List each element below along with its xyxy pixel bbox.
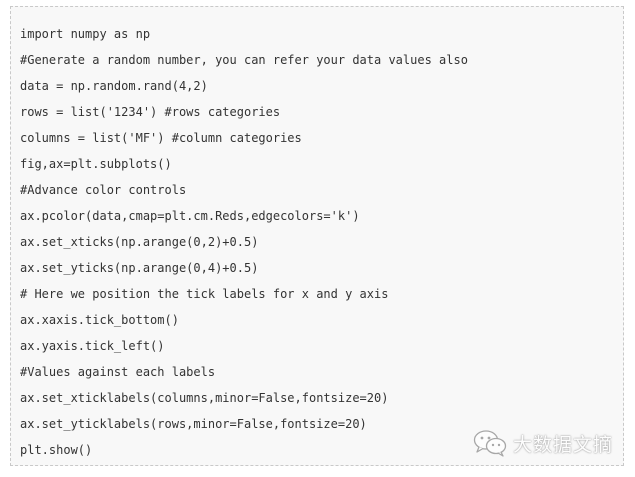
wechat-icon	[473, 429, 507, 457]
code-line: data = np.random.rand(4,2)	[20, 79, 208, 93]
code-line: ax.pcolor(data,cmap=plt.cm.Reds,edgecolo…	[20, 209, 360, 223]
code-line: ax.set_yticklabels(rows,minor=False,font…	[20, 417, 367, 431]
code-lines: import numpy as np #Generate a random nu…	[20, 21, 468, 463]
code-line: fig,ax=plt.subplots()	[20, 157, 172, 171]
code-line: rows = list('1234') #rows categories	[20, 105, 281, 119]
code-line: # Here we position the tick labels for x…	[20, 287, 389, 301]
code-block: import numpy as np #Generate a random nu…	[10, 6, 624, 466]
code-line: ax.set_yticks(np.arange(0,4)+0.5)	[20, 261, 259, 275]
code-line: ax.set_xticklabels(columns,minor=False,f…	[20, 391, 389, 405]
code-line: ax.xaxis.tick_bottom()	[20, 313, 179, 327]
code-line: columns = list('MF') #column categories	[20, 131, 302, 145]
code-line: ax.set_xticks(np.arange(0,2)+0.5)	[20, 235, 259, 249]
watermark: 大数据文摘	[473, 429, 613, 457]
code-line: plt.show()	[20, 443, 93, 457]
code-line: ax.yaxis.tick_left()	[20, 339, 165, 353]
code-line: import numpy as np	[20, 27, 151, 41]
code-line: #Advance color controls	[20, 183, 187, 197]
watermark-text: 大数据文摘	[512, 433, 613, 456]
code-line: #Values against each labels	[20, 365, 216, 379]
code-line: #Generate a random number, you can refer…	[20, 53, 468, 67]
